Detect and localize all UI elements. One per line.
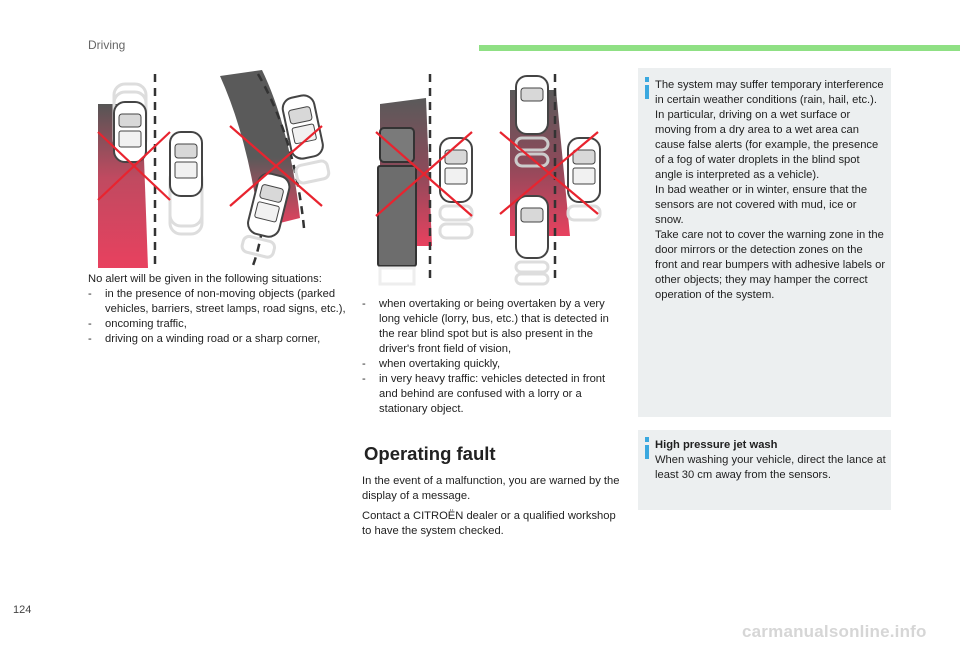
list-item: in very heavy traffic: vehicles detected…	[362, 372, 620, 417]
no-alert-lead: No alert will be given in the following …	[88, 273, 322, 285]
section-accent-bar	[479, 45, 960, 51]
car-right	[566, 137, 602, 222]
scene-long-vehicle	[375, 74, 474, 286]
no-alert-list: No alert will be given in the following …	[88, 272, 353, 347]
illustration-overtaking-situations	[375, 74, 602, 286]
list-item: in the presence of non-moving objects (p…	[88, 287, 353, 317]
car-rear-left	[514, 195, 550, 286]
car-top	[281, 94, 331, 185]
car-bottom	[240, 172, 291, 259]
car-left	[113, 101, 147, 163]
note-title: High pressure jet wash	[655, 439, 778, 451]
note-paragraph: The system may suffer temporary interfer…	[655, 79, 884, 106]
list-item: oncoming traffic,	[88, 317, 353, 332]
list-item: when overtaking or being overtaken by a …	[362, 297, 620, 357]
illustration-no-alert-situations	[97, 70, 331, 269]
lane-marking	[256, 73, 306, 229]
note-paragraph: When washing your vehicle, direct the la…	[655, 454, 886, 481]
note-paragraph: In bad weather or in winter, ensure that…	[655, 184, 868, 226]
note-paragraph: Take care not to cover the warning zone …	[655, 229, 886, 301]
note-paragraph: In particular, driving on a wet surface …	[655, 109, 879, 181]
scene-parked-car	[97, 74, 204, 268]
page-number: 124	[13, 604, 32, 616]
info-icon	[645, 77, 649, 99]
list-item: driving on a winding road or a sharp cor…	[88, 332, 353, 347]
section-title: Driving	[88, 38, 126, 52]
lorry	[377, 127, 417, 267]
info-icon	[645, 437, 649, 459]
info-note-jet-wash: High pressure jet wash When washing your…	[638, 430, 891, 510]
fault-paragraph: In the event of a malfunction, you are w…	[362, 475, 620, 502]
car-right	[169, 131, 203, 197]
no-alert-list-continued: when overtaking or being overtaken by a …	[362, 297, 620, 417]
fault-paragraph: Contact a CITROËN dealer or a qualified …	[362, 510, 616, 537]
car-right	[438, 137, 474, 240]
watermark: carmanualsonline.info	[742, 622, 927, 641]
section-heading-operating-fault: Operating fault	[364, 443, 496, 464]
list-item: when overtaking quickly,	[362, 357, 620, 372]
scene-heavy-traffic	[499, 74, 602, 286]
scene-winding-road	[220, 70, 331, 269]
info-note-weather: The system may suffer temporary interfer…	[638, 68, 891, 417]
